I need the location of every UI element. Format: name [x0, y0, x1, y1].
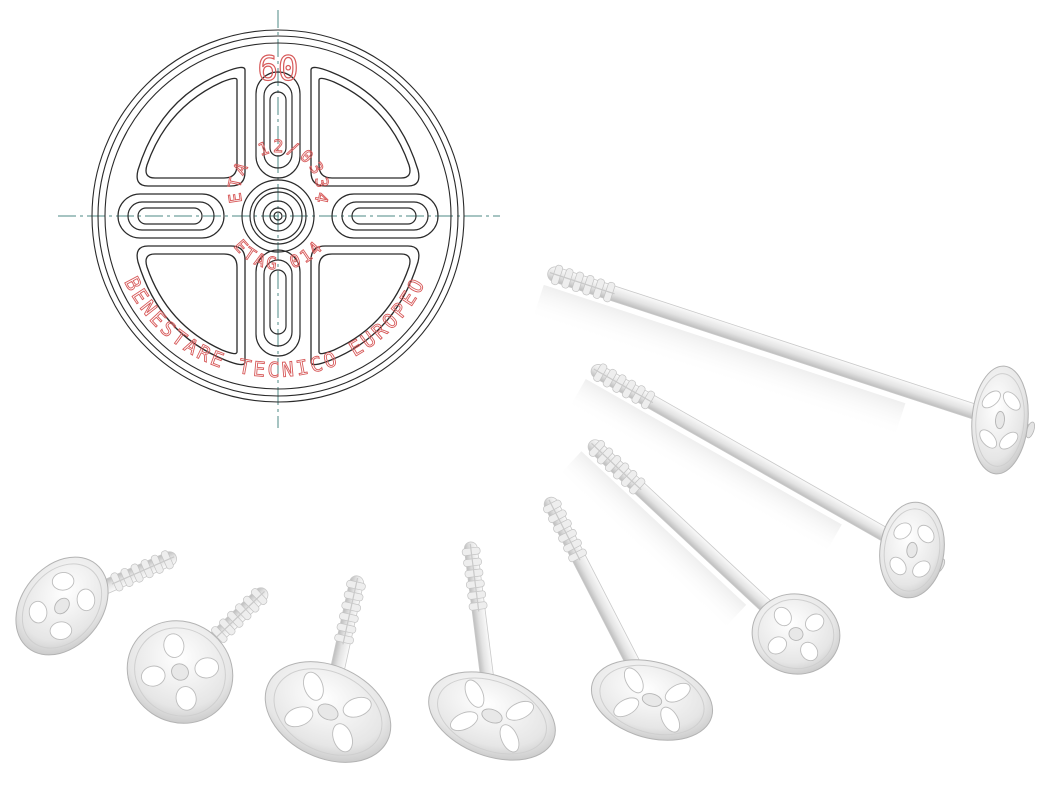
certification-text: BENESTARE TECNICO EUROPEO	[120, 273, 431, 382]
washer-slots	[117, 71, 439, 357]
washer-hub-ring	[481, 708, 503, 724]
anchor-washer	[971, 365, 1029, 475]
insulation-anchor-lineup	[15, 264, 1036, 763]
washer-window	[767, 636, 787, 655]
washer-window	[979, 429, 998, 449]
washer-hub-ring	[906, 541, 918, 559]
anchor-slit	[342, 577, 359, 645]
anchor-slit	[214, 590, 265, 639]
center-lines	[58, 10, 500, 428]
washer-window	[623, 667, 644, 694]
anchor-reflection	[532, 284, 906, 438]
washer-window	[660, 706, 681, 733]
washer-window	[464, 679, 485, 708]
washer-hub-ring	[54, 597, 70, 615]
washer-hub-ring	[641, 693, 663, 707]
washer-window	[51, 572, 75, 591]
anchor-slit	[591, 442, 642, 491]
washer-technical-drawing: 60 ETA 12/0334 ETAG 014 BENESTARE TECNIC…	[58, 10, 500, 428]
washer-window	[194, 657, 220, 679]
washer-window	[917, 524, 935, 544]
washer-hub	[241, 179, 315, 253]
insulation-anchor	[542, 496, 714, 741]
washer-window	[332, 723, 353, 753]
anchor-washer	[751, 593, 841, 675]
washer-window	[912, 560, 931, 578]
outer-rim	[91, 29, 465, 403]
washer-window	[499, 724, 520, 753]
insulation-anchor	[428, 541, 556, 761]
guideline-code: ETAG 014	[229, 236, 328, 275]
anchor-reflection	[558, 451, 747, 630]
washer-hub-ring	[171, 663, 189, 681]
washer-window	[175, 686, 197, 711]
anchor-washer	[126, 620, 234, 724]
insulation-anchor	[126, 587, 269, 724]
insulation-anchor	[15, 550, 177, 656]
washer-window	[981, 390, 1001, 409]
washer-window	[342, 696, 372, 718]
washer-hub-ring	[788, 627, 804, 641]
washer-window	[1002, 391, 1021, 411]
anchor-slit	[469, 543, 480, 612]
washer-hub-ring	[995, 410, 1005, 430]
washer-window	[664, 682, 691, 703]
anchor-slit	[593, 368, 654, 404]
insulation-anchor	[558, 439, 841, 675]
washer-window	[76, 588, 96, 612]
washer-windows	[136, 66, 420, 366]
washer-window	[163, 633, 185, 658]
approval-code: ETA 12/0334	[225, 137, 332, 208]
anchor-washer	[264, 661, 392, 763]
washer-window	[999, 431, 1019, 450]
size-label: 60	[258, 49, 299, 89]
washer-window	[805, 613, 825, 632]
insulation-anchor	[532, 264, 1036, 475]
washer-window	[140, 665, 166, 687]
anchor-reflection	[569, 378, 842, 554]
washer-window	[28, 600, 48, 624]
washer-window	[773, 606, 792, 627]
anchor-washer	[15, 556, 109, 656]
anchor-slit	[549, 272, 615, 295]
washer-window	[284, 706, 314, 728]
anchor-washer	[428, 671, 556, 761]
anchor-washer	[590, 659, 714, 741]
anchor-slit	[548, 499, 581, 561]
washer-hub-ring	[317, 703, 339, 721]
washer-window	[613, 697, 640, 718]
washer-window	[303, 671, 324, 701]
washer-window	[450, 711, 479, 732]
washer-window	[893, 522, 912, 540]
washer-window	[49, 621, 73, 640]
insulation-anchor	[264, 575, 392, 763]
washer-window	[800, 641, 819, 662]
anchor-washer	[879, 501, 945, 599]
anchor-slit	[111, 556, 175, 585]
washer-window	[505, 700, 534, 721]
washer-window	[889, 556, 907, 576]
insulation-anchor	[569, 363, 946, 599]
